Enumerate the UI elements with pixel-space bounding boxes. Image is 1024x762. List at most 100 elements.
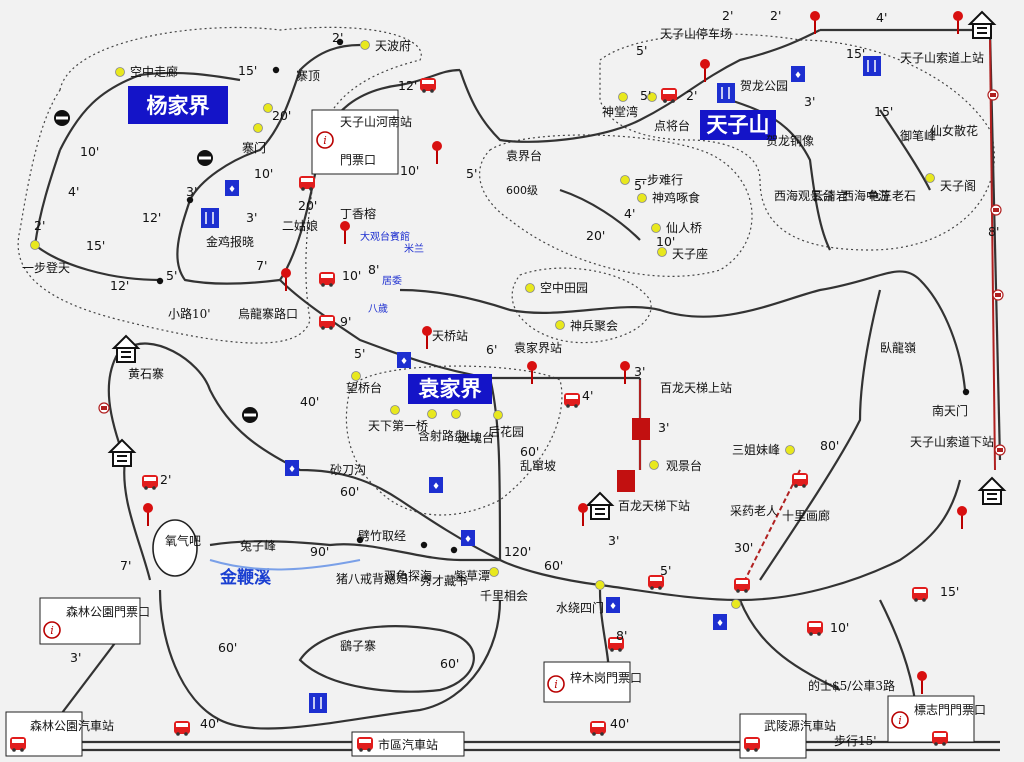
svg-text:袁家界站: 袁家界站 (514, 340, 562, 355)
svg-text:9': 9' (340, 314, 351, 329)
svg-text:20': 20' (272, 108, 291, 123)
luanchuan-po: 乱窜坡 (520, 458, 556, 473)
svg-text:小路10': 小路10' (168, 306, 211, 321)
svg-text:西海中游: 西海中游 (842, 188, 890, 203)
svg-text:2': 2' (332, 30, 343, 45)
info-booth-senlin-gongyuan[interactable]: 森林公園門票口 (39, 597, 150, 645)
svg-text:天子山索道下站: 天子山索道下站 (910, 435, 994, 449)
svg-text:門票口: 門票口 (340, 153, 376, 167)
svg-text:望桥台: 望桥台 (346, 380, 382, 395)
svg-text:40': 40' (200, 716, 219, 731)
svg-text:臥龍嶺: 臥龍嶺 (880, 340, 916, 355)
svg-text:600级: 600级 (506, 184, 538, 197)
region-outlines (17, 26, 995, 516)
svg-text:神堂湾: 神堂湾 (602, 104, 638, 119)
svg-text:60': 60' (520, 444, 539, 459)
svg-text:大观台賓館: 大观台賓館 (360, 230, 410, 243)
svg-text:仙女散花: 仙女散花 (930, 123, 978, 138)
svg-text:7': 7' (120, 558, 131, 573)
info-booth-zhuangmu[interactable]: 梓木岗門票口 (543, 661, 642, 703)
svg-text:3': 3' (634, 364, 645, 379)
svg-text:御笔峰: 御笔峰 (900, 128, 936, 143)
svg-text:2': 2' (722, 8, 733, 23)
svg-text:5': 5' (634, 178, 645, 193)
svg-text:2': 2' (34, 218, 45, 233)
svg-text:袁家界: 袁家界 (418, 376, 482, 401)
svg-text:60': 60' (440, 656, 459, 671)
svg-text:12': 12' (142, 210, 161, 225)
svg-text:百龙天梯下站: 百龙天梯下站 (618, 499, 690, 513)
svg-text:天子山索道上站: 天子山索道上站 (900, 51, 984, 65)
svg-text:15': 15' (238, 63, 257, 78)
travel-times: 2' 2' 4' 5' 15' 3' 15' 2' 5' 12' 10' 5' … (34, 8, 999, 731)
yuanjiajie-places: 天桥站 袁家界站 望桥台 天下第一桥 含射路盘山 迷魂台 后花园 砂刀沟 (242, 325, 580, 493)
svg-text:空中走廊: 空中走廊 (130, 64, 178, 79)
svg-text:80': 80' (820, 438, 839, 453)
region-label-yangshizhai[interactable]: 鷂子寨 (340, 638, 376, 653)
svg-text:40': 40' (610, 716, 629, 731)
svg-text:水绕四门: 水绕四门 (556, 600, 604, 615)
svg-text:千里相会: 千里相会 (480, 589, 528, 603)
routes (33, 28, 1002, 752)
svg-text:8': 8' (988, 224, 999, 239)
svg-text:点将台: 点将台 (654, 118, 690, 133)
svg-text:龟王老石: 龟王老石 (868, 189, 916, 203)
svg-text:含射路盘山: 含射路盘山 (418, 428, 478, 443)
svg-text:10': 10' (400, 163, 419, 178)
svg-text:神兵聚会: 神兵聚会 (570, 319, 618, 333)
svg-text:60': 60' (340, 484, 359, 499)
svg-text:10': 10' (342, 268, 361, 283)
bus-station-senlin-gongyuan[interactable]: 森林公園汽車站 (5, 711, 114, 757)
bottom-road-buses (174, 78, 928, 736)
svg-text:3': 3' (658, 420, 669, 435)
bus-station-shiqu[interactable]: 市區汽車站 (351, 731, 465, 757)
svg-text:8': 8' (368, 262, 379, 277)
svg-text:15': 15' (874, 104, 893, 119)
jinbian-xi-river: 金鞭溪 (209, 559, 361, 588)
svg-text:一步登天: 一步登天 (22, 260, 70, 275)
ridge-points: 一步难行 神鸡啄食 仙人桥 天子座 袁界台 600级 (506, 148, 708, 261)
svg-text:南天门: 南天门 (932, 403, 968, 418)
svg-text:5': 5' (166, 268, 177, 283)
huangshizhai-area: 氧气吧 (98, 335, 201, 577)
taxi-note: 的士$5/公車3路 (808, 678, 895, 693)
svg-text:观景台: 观景台 (666, 458, 702, 473)
tianzishan-places: 天子山停车场 神堂湾 点将台 贺龙公园 贺龙铜像 西海观景台 云清岩 西海中游 … (602, 10, 1006, 456)
region-label-yuanjiajie[interactable]: 袁家界 (408, 374, 492, 404)
svg-text:二姑娘: 二姑娘 (282, 218, 318, 233)
svg-text:贺龙铜像: 贺龙铜像 (766, 133, 814, 148)
svg-text:金鸡报晓: 金鸡报晓 (206, 234, 254, 249)
svg-text:60': 60' (218, 640, 237, 655)
svg-text:寨门: 寨门 (242, 140, 266, 155)
svg-text:4': 4' (624, 206, 635, 221)
kongzhong-tianyuan: 空中田园 神兵聚会 (525, 280, 618, 333)
region-label-tianzishan[interactable]: 天子山 (700, 110, 776, 140)
svg-text:10': 10' (830, 620, 849, 635)
svg-text:劈竹取经: 劈竹取经 (358, 528, 406, 543)
bailong-lift[interactable]: 百龙天梯上站 观景台 百龙天梯下站 (577, 360, 732, 527)
svg-text:三姐妹峰: 三姐妹峰 (732, 443, 780, 457)
svg-text:仙人桥: 仙人桥 (666, 221, 702, 235)
svg-text:2': 2' (770, 8, 781, 23)
svg-text:武陵源汽車站: 武陵源汽車站 (764, 718, 836, 733)
info-booth-biaozhi-men[interactable]: 標志門門票口 (887, 695, 986, 746)
svg-text:10': 10' (254, 166, 273, 181)
svg-text:標志門門票口: 標志門門票口 (914, 703, 986, 717)
svg-text:杨家界: 杨家界 (147, 93, 210, 118)
svg-text:4': 4' (68, 184, 79, 199)
svg-text:10': 10' (80, 144, 99, 159)
svg-text:12': 12' (110, 278, 129, 293)
svg-text:7': 7' (256, 258, 267, 273)
region-label-yangjiajie[interactable]: 杨家界 (128, 86, 228, 124)
svg-text:40': 40' (300, 394, 319, 409)
region-label-huangshizhai[interactable]: 黄石寨 (128, 366, 164, 381)
svg-text:袁界台: 袁界台 (506, 148, 542, 163)
svg-text:米兰: 米兰 (404, 242, 424, 255)
yangjiajie-places: 空中走廊 天波府 寨顶 寨门 金鸡报晓 一步登天 小路10' 烏龍寨路口 (22, 38, 411, 321)
bus-station-wulingyuan[interactable]: 武陵源汽車站 (739, 713, 836, 759)
wolong-ridge: 臥龍嶺 三姐妹峰 采药老人 十里画廊 天子山索道下站 (713, 340, 1005, 630)
svg-text:4': 4' (582, 388, 593, 403)
svg-text:12': 12' (398, 78, 417, 93)
svg-text:氧气吧: 氧气吧 (165, 533, 201, 548)
info-booth-tianzishan[interactable]: 天子山河南站 門票口 (311, 109, 412, 175)
